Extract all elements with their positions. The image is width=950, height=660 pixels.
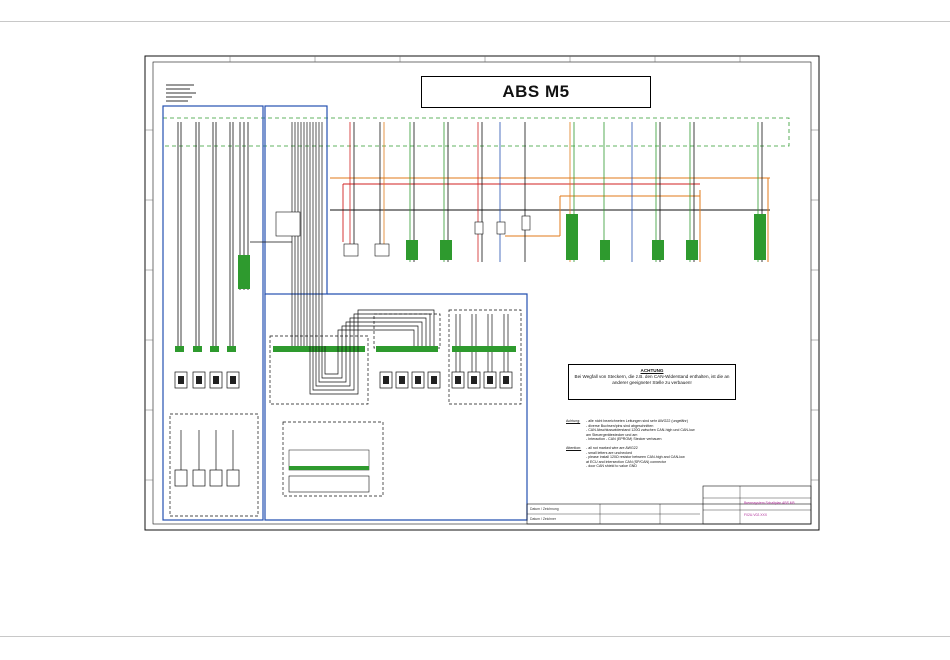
note-line: - Interaction - CAN (EPROM) Stecker verb…	[586, 437, 662, 442]
note-line: - all not marked wire are AWG22	[586, 445, 638, 450]
inner-frame	[152, 61, 812, 525]
note-line: - door CAN shield to value GND	[586, 464, 637, 469]
document-title: ABS M5	[502, 82, 570, 101]
blue-frame-mid-top	[264, 105, 328, 295]
warning-box: ACHTUNG Bei Wegfall von Steckern, die z.…	[568, 364, 736, 400]
note-line: - diverse Buchsen/pins sind abgeschnitte…	[586, 423, 654, 428]
title-block-field-2: Datum / Zeichner	[530, 517, 557, 521]
left-sensor-marks	[178, 376, 236, 384]
note-german: Achtung: - alle nicht bezeichneten Leitu…	[566, 419, 746, 442]
frame-ticks	[145, 56, 819, 481]
title-block-field-1: Datum / Zeichnung	[530, 507, 559, 511]
notes-block: Achtung: - alle nicht bezeichneten Leitu…	[566, 419, 746, 473]
nested-loops	[309, 309, 435, 395]
left-sensors	[174, 371, 240, 389]
warning-text: Bei Wegfall von Steckern, die z.B. den C…	[574, 374, 730, 385]
note-line: - CAN Abschlusswiderstand 120Ω zwischen …	[586, 428, 695, 433]
warning-heading: ACHTUNG	[640, 368, 664, 373]
note-english: Attention: - all not marked wire are AWG…	[566, 446, 746, 469]
outer-frame	[144, 55, 820, 531]
header-notes	[166, 84, 196, 102]
note-line: - alle nicht bezeichneten Leitungen sind…	[586, 419, 688, 423]
title-block-drawing-name: Bremssystem Schaltplan ABS M5	[744, 501, 795, 505]
splice-box	[275, 211, 301, 237]
note-english-label: Attention:	[566, 445, 582, 450]
title-box: ABS M5	[421, 76, 651, 108]
note-line: am Steuergerätestecker und am	[586, 432, 638, 437]
title-block-right	[702, 485, 812, 525]
green-connector-bus	[162, 117, 790, 147]
left-lower-dashed-box	[169, 413, 259, 517]
blue-frame-left	[162, 105, 264, 521]
title-block-doc-number: F02U.V02.XXX	[744, 513, 767, 517]
note-line: - small letters are unchecked	[586, 450, 632, 455]
note-line: - please install 120Ω resistor between C…	[586, 455, 685, 460]
relays	[474, 215, 531, 235]
top-rule	[0, 21, 950, 22]
can-connector-box	[282, 421, 384, 497]
drop-terminals	[343, 214, 766, 260]
left-wires	[177, 122, 249, 346]
bottom-rule	[0, 636, 950, 637]
note-german-label: Achtung:	[566, 419, 581, 423]
left-terminals	[175, 255, 250, 352]
note-line: at ECU and intersection CAN (SP/CAN) con…	[586, 459, 667, 464]
